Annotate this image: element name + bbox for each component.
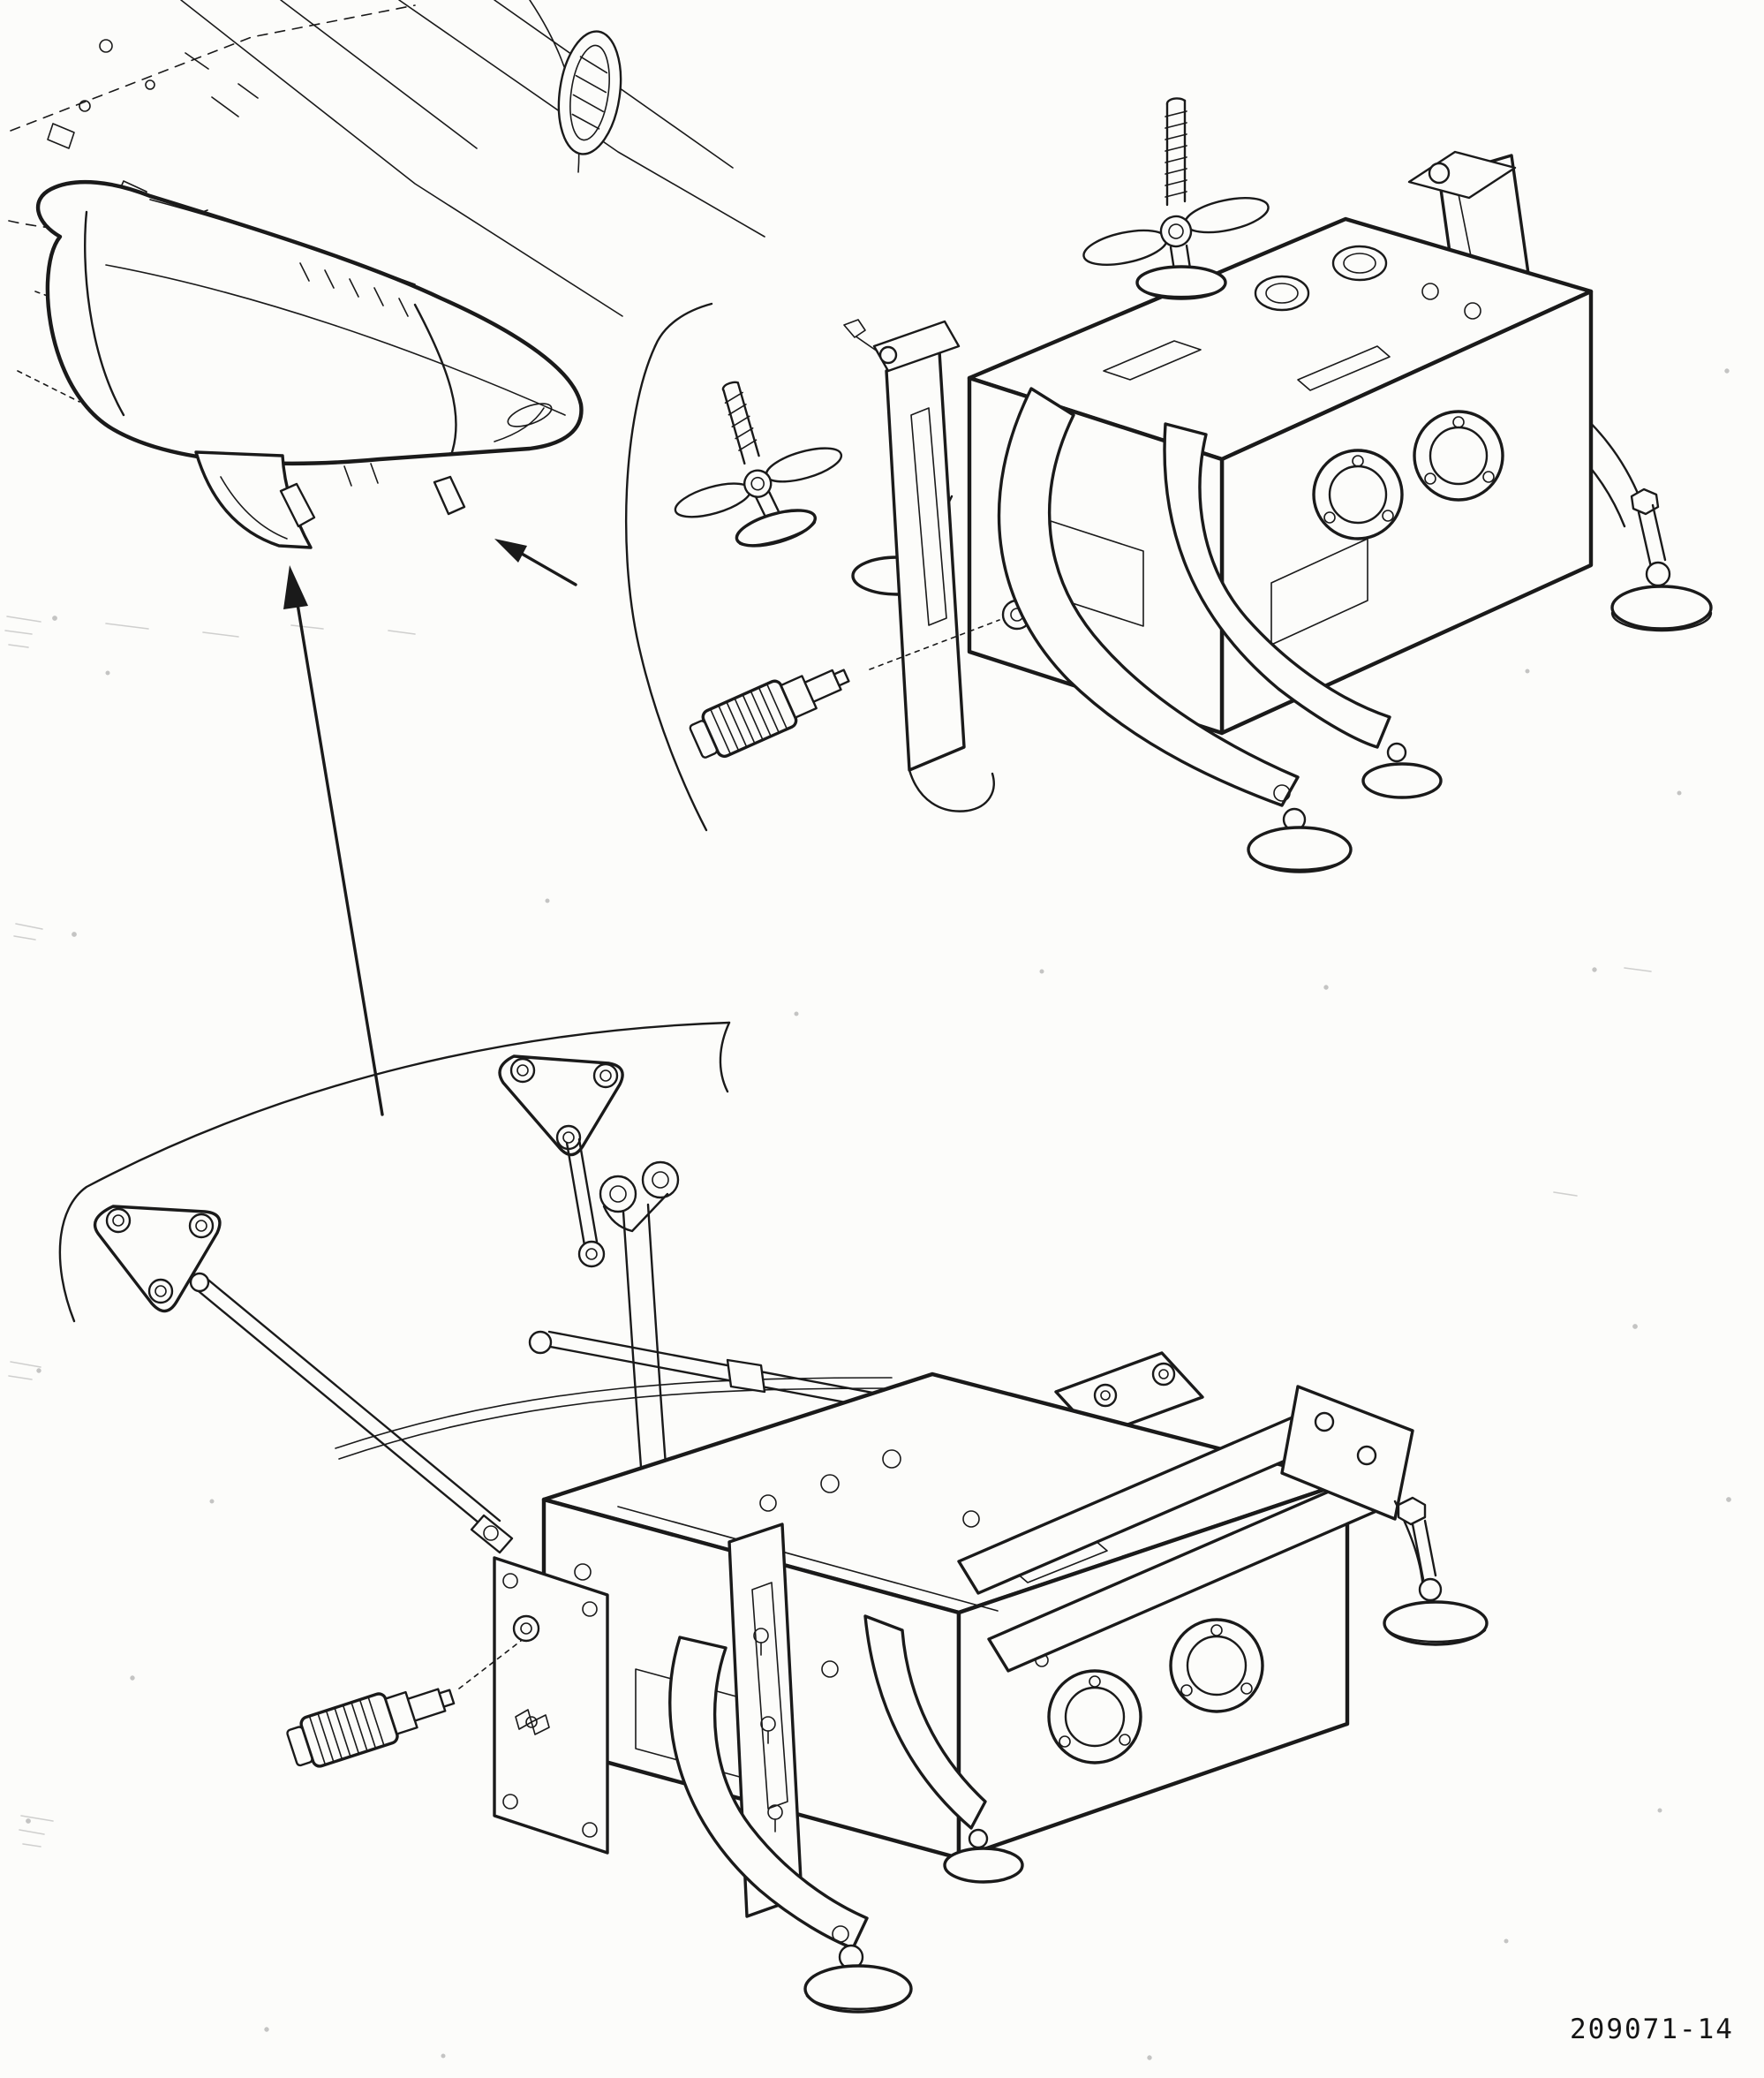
hydraulic-bung	[1169, 1618, 1264, 1713]
left-channel-bracket	[843, 319, 995, 812]
bomb-rack-upper-view	[674, 97, 1713, 873]
quick-disconnect-coupling-lower	[286, 1640, 522, 1768]
hydraulic-bung	[1047, 1669, 1142, 1764]
hydraulic-bung	[1413, 410, 1504, 502]
location-arrow	[283, 565, 384, 1116]
bomb-rack-lower-view	[93, 1054, 1489, 2014]
attachment-lug-forward	[279, 482, 316, 528]
swivel-pad-foot	[1361, 742, 1443, 799]
disconnect-port	[512, 1614, 540, 1643]
swing-arms	[668, 1614, 1024, 2014]
swivel-pad-foot	[803, 1925, 913, 2014]
t-handle-thumbscrew-top	[1082, 97, 1270, 300]
pylon-fairing	[35, 179, 584, 549]
lower-panel-leader	[58, 1021, 731, 1323]
swivel-pad-foot	[1610, 561, 1713, 632]
figure-number: 209071-14	[1570, 2014, 1734, 2045]
scan-noise	[4, 368, 1731, 2060]
swivel-pad-foot	[1383, 1577, 1489, 1646]
attachment-lug-aft	[433, 475, 466, 516]
hydraulic-bung	[1312, 449, 1404, 540]
linkage-rods	[93, 1054, 959, 1662]
swivel-pad-foot	[943, 1828, 1024, 1884]
aft-lug-arrow	[494, 539, 577, 586]
swing-arms	[997, 387, 1443, 873]
upper-panel-leader	[624, 302, 713, 832]
breech-plate	[493, 1556, 609, 1855]
ventral-fin	[194, 450, 313, 549]
t-handle-thumbscrew-left	[674, 381, 843, 548]
right-truss-arms	[957, 1385, 1489, 1673]
quick-disconnect-coupling-upper	[689, 619, 1000, 759]
vent-grille	[557, 30, 622, 155]
swivel-pad-foot	[1247, 807, 1353, 873]
aircraft-structure	[8, 0, 765, 403]
